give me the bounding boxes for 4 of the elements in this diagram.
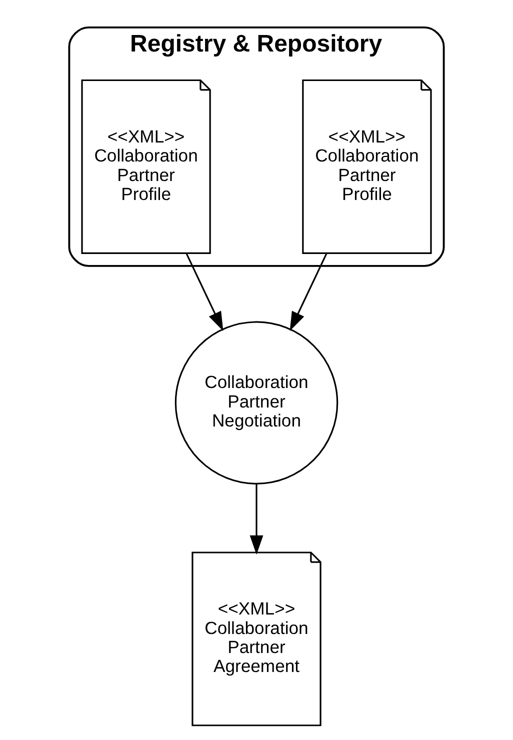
node-circle: Collaboration Partner Negotiation — [174, 321, 338, 484]
arrow — [186, 253, 224, 332]
arrow — [250, 484, 264, 555]
arrow — [290, 253, 328, 332]
